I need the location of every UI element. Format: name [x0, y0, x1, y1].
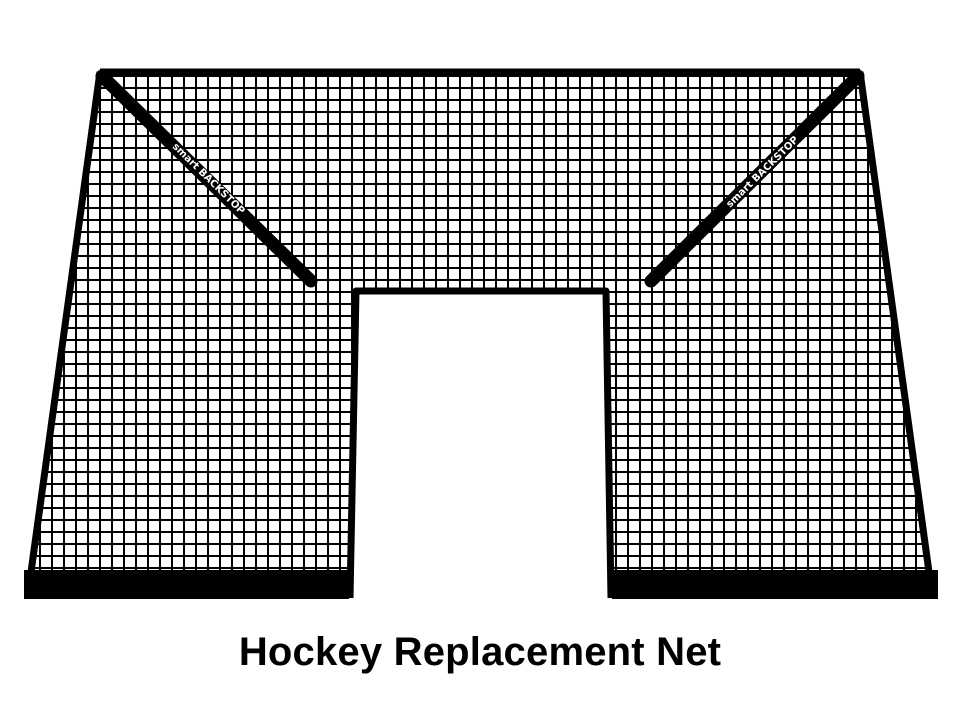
product-caption: Hockey Replacement Net — [238, 630, 722, 674]
net-frame — [27, 68, 933, 599]
frame-opening — [346, 287, 615, 599]
bottom-bar-right — [612, 570, 938, 599]
frame-right-post — [856, 71, 933, 573]
frame-left-post — [27, 71, 104, 573]
bottom-bar-left — [24, 570, 349, 599]
